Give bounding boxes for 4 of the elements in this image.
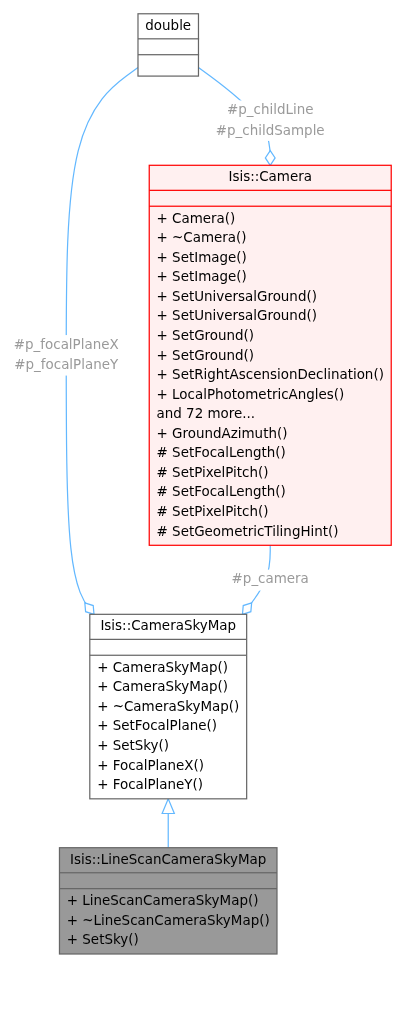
edge-label: #p_camera [231, 570, 309, 587]
edge-label: #p_focalPlaneX #p_focalPlaneY [13, 336, 119, 373]
edge-label: #p_childLine #p_childSample [215, 101, 325, 138]
arrow [161, 798, 175, 849]
